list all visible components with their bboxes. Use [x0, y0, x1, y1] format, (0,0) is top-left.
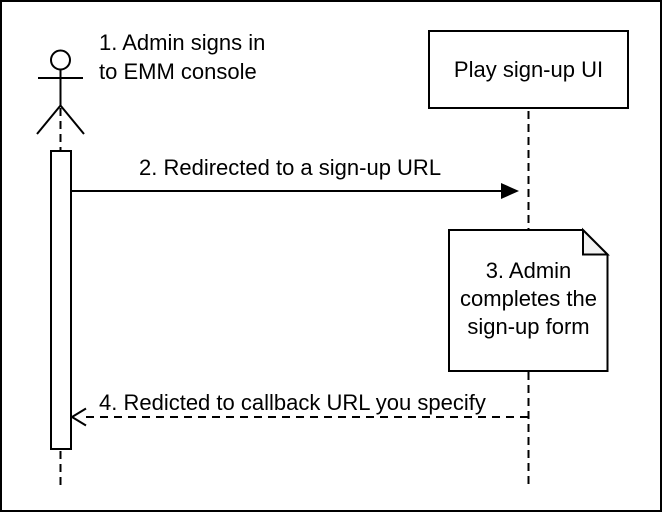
note-text-line1: 3. Admin: [485, 258, 572, 283]
arrowhead-left-open-icon: [70, 407, 87, 427]
step1-label-line1: 1. Admin signs in: [99, 30, 266, 55]
note-text-line3: sign-up form: [467, 314, 590, 339]
actor-right-leg: [59, 104, 85, 135]
message2-label: 2. Redirected to a sign-up URL: [139, 155, 442, 180]
message-arrow-callback: [70, 407, 528, 427]
participant-box: Play sign-up UI: [428, 30, 629, 109]
actor-icon: [36, 49, 85, 135]
note-shape: [448, 227, 610, 372]
step1-label-line2: to EMM console: [99, 59, 257, 84]
participant-label: Play sign-up UI: [453, 56, 604, 82]
note-text-line2: completes the: [460, 286, 597, 311]
arrowhead-right-icon: [501, 183, 519, 199]
note-fold-corner: [582, 227, 610, 256]
step1-label: 1. Admin signs in to EMM console: [99, 28, 265, 86]
actor-left-leg: [36, 104, 62, 135]
message4-label: 4. Redicted to callback URL you specify: [99, 390, 486, 415]
actor-head: [50, 49, 71, 71]
activation-bar: [50, 150, 72, 450]
message-arrow-redirect: [71, 183, 519, 199]
note-text: 3. Admin completes the sign-up form: [449, 257, 608, 341]
